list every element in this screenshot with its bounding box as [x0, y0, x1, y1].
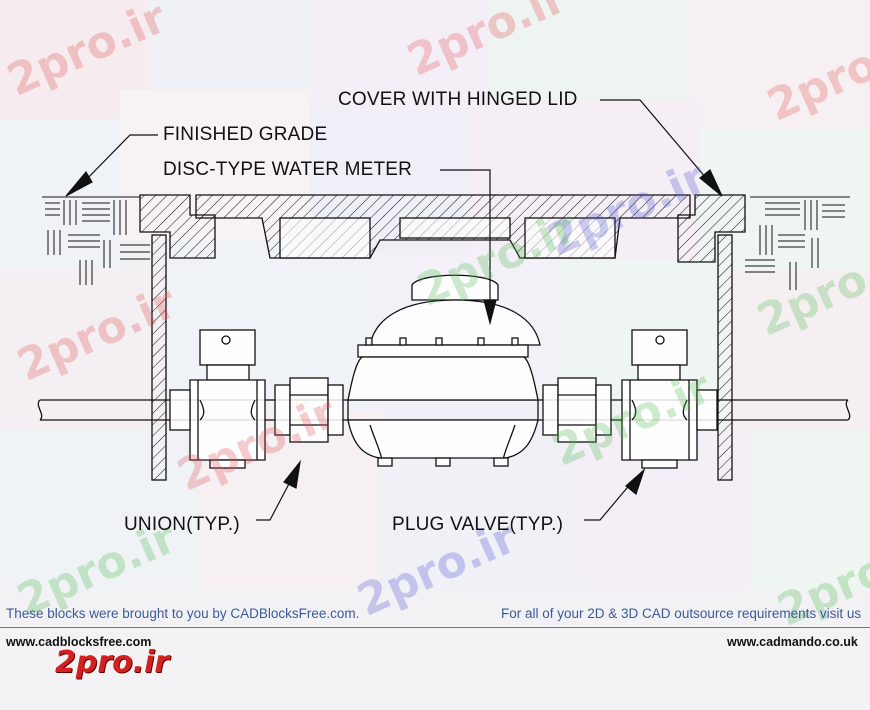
disc-water-meter: [347, 274, 541, 467]
union-right: [542, 377, 612, 443]
water-meter-label: DISC-TYPE WATER METER: [163, 159, 413, 180]
union-label: UNION(TYP.): [124, 514, 240, 535]
watermark-logo: 2pro.ir: [55, 645, 170, 680]
plug-valve-left: [169, 329, 266, 469]
grade-soil-left: [42, 196, 150, 285]
hinged-lid-cover: [139, 194, 746, 263]
meter-box-walls: [151, 234, 733, 481]
finished-grade-label: FINISHED GRADE: [163, 124, 328, 145]
footer-divider: [0, 627, 870, 628]
plug-valve-right: [621, 329, 718, 469]
plug-valve-label: PLUG VALVE(TYP.): [392, 514, 564, 535]
footer-left-url[interactable]: www.cadblocksfree.com: [6, 635, 152, 649]
footer-right-url[interactable]: www.cadmando.co.uk: [727, 635, 858, 649]
footer-credit-note: These blocks were brought to you by CADB…: [6, 606, 360, 621]
grade-soil-right: [745, 196, 850, 290]
cover-label: COVER WITH HINGED LID: [338, 89, 578, 110]
union-left: [274, 377, 344, 443]
annotation-leaders: [65, 99, 723, 521]
footer-outsource-note: For all of your 2D & 3D CAD outsource re…: [501, 606, 862, 621]
